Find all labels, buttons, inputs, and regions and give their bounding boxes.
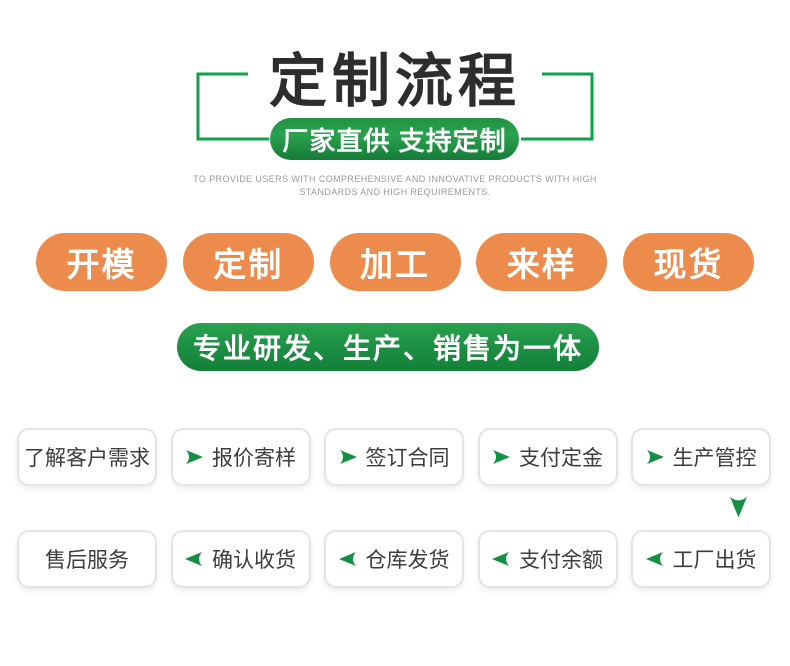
arrow-right-icon [493,450,510,464]
process-flow-row-1: 了解客户需求 报价寄样 签订合同 支付定金 生产管控 [17,428,771,486]
arrow-right-icon [186,450,203,464]
capability-tag-label: 定制 [213,246,284,283]
left-bracket-decoration [196,72,270,142]
capability-tag-label: 现货 [653,246,724,283]
arrow-left-icon [645,552,663,566]
flow-step: 工厂出货 [631,530,771,588]
flow-step-label: 确认收货 [212,549,296,572]
flow-step-label: 了解客户需求 [24,447,150,470]
arrow-down-icon [730,496,747,518]
flow-step-label: 售后服务 [45,549,129,572]
flow-step-label: 仓库发货 [365,549,450,572]
flow-step-label: 签订合同 [365,447,450,470]
capability-tags: 开模 定制 加工 来样 现货 [36,233,754,291]
flow-connector [730,495,747,518]
capability-tag-label: 开模 [66,246,137,283]
flow-step: 生产管控 [631,428,771,486]
tagline-line1: TO PROVIDE USERS WITH COMPREHENSIVE AND … [193,174,597,184]
page-title: 定制流程 [268,49,521,114]
services-banner-text: 专业研发、生产、销售为一体 [192,333,583,364]
flow-step-label: 支付余额 [519,549,603,572]
subtitle-pill: 厂家直供 支持定制 [270,118,519,160]
capability-tag: 加工 [329,233,461,291]
capability-tag-label: 来样 [506,246,577,283]
tagline: TO PROVIDE USERS WITH COMPREHENSIVE AND … [0,173,790,199]
flow-step-label: 工厂出货 [672,549,757,572]
tagline-line2: STANDARDS AND HIGH REQUIREMENTS. [299,187,491,197]
capability-tag: 定制 [182,233,314,291]
flow-step: 签订合同 [324,428,464,486]
arrow-right-icon [339,450,357,464]
flow-step: 报价寄样 [170,428,311,486]
flow-step: 支付余额 [477,530,618,588]
flow-step: 确认收货 [170,530,311,588]
flow-step: 了解客户需求 [17,428,157,486]
flow-step: 售后服务 [17,530,157,588]
flow-step: 仓库发货 [324,530,464,588]
flow-step: 支付定金 [477,428,618,486]
capability-tag: 来样 [476,233,608,291]
capability-tag: 开模 [36,233,167,291]
arrow-left-icon [492,552,509,566]
subtitle-text: 厂家直供 支持定制 [282,125,507,156]
left-bracket-icon [196,72,269,141]
flow-step-label: 生产管控 [672,447,757,470]
capability-tag-label: 加工 [360,246,430,283]
right-bracket-decoration [520,72,594,142]
arrow-left-icon [185,552,202,566]
flow-step-label: 支付定金 [519,447,603,470]
services-banner: 专业研发、生产、销售为一体 [177,323,599,371]
flow-step-label: 报价寄样 [212,447,296,470]
capability-tag: 现货 [623,233,754,291]
process-flow-row-2: 售后服务 确认收货 仓库发货 支付余额 工厂出货 [17,530,771,588]
arrow-right-icon [646,450,664,464]
right-bracket-icon [521,72,594,141]
arrow-left-icon [338,552,356,566]
